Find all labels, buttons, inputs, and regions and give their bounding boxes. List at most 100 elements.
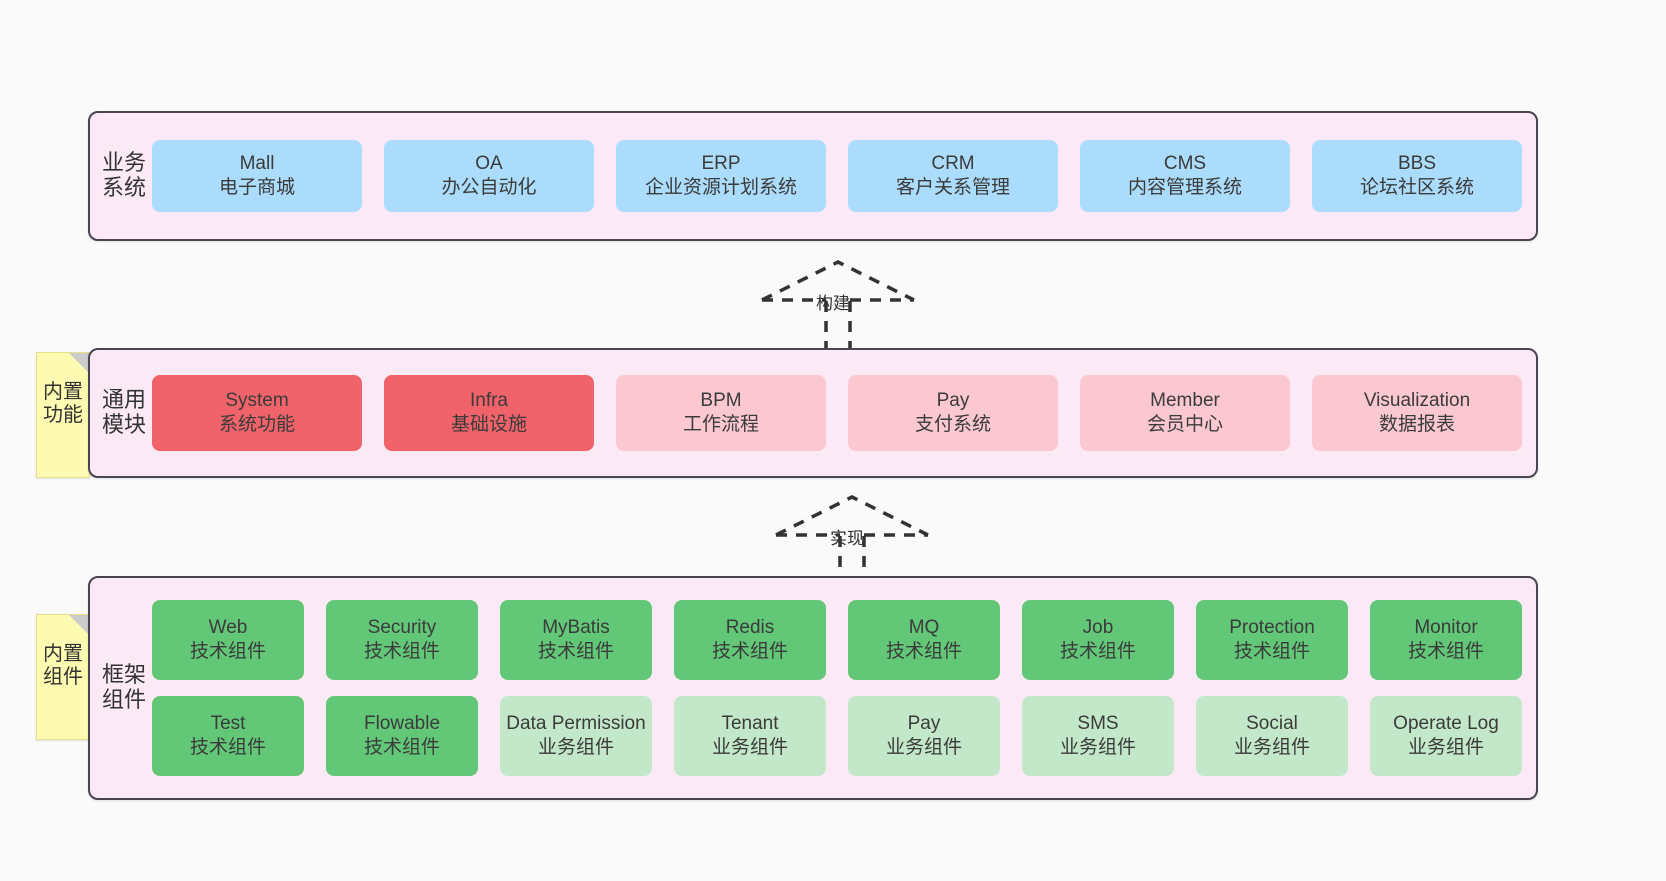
card-protection[interactable]: Protection 技术组件 [1196,600,1348,680]
card-test[interactable]: Test 技术组件 [152,696,304,776]
card-title: System [225,389,289,411]
card-title: CMS [1163,152,1207,174]
card-title: OA [475,152,503,174]
layer-business-systems: 业务系统 Mall 电子商城 OA 办公自动化 ERP 企业资源计划系统 CRM… [88,111,1538,241]
layer-card-grid: Mall 电子商城 OA 办公自动化 ERP 企业资源计划系统 CRM 客户关系… [146,140,1536,212]
card-title: CRM [931,152,975,174]
card-subtitle: 工作流程 [682,414,759,435]
card-subtitle: 业务组件 [711,737,788,758]
card-title: Social [1246,712,1298,734]
card-subtitle: 技术组件 [189,737,266,758]
card-subtitle: 技术组件 [1059,641,1136,662]
card-member[interactable]: Member 会员中心 [1080,375,1290,451]
sticky-note-builtin-components: 内置组件 [36,614,90,740]
card-flowable[interactable]: Flowable 技术组件 [326,696,478,776]
card-subtitle: 基础设施 [450,414,527,435]
card-title: BPM [700,389,742,411]
card-title: ERP [701,152,741,174]
layer-common-modules: 通用模块 System 系统功能 Infra 基础设施 BPM 工作流程 Pay… [88,348,1538,478]
card-subtitle: 论坛社区系统 [1359,177,1474,198]
card-title: Operate Log [1393,712,1499,734]
card-subtitle: 会员中心 [1146,414,1223,435]
card-title: SMS [1077,712,1119,734]
card-subtitle: 技术组件 [537,641,614,662]
card-subtitle: 技术组件 [363,641,440,662]
card-subtitle: 业务组件 [537,737,614,758]
card-infra[interactable]: Infra 基础设施 [384,375,594,451]
connector-build: 构建 [748,252,928,352]
card-title: Visualization [1363,389,1471,411]
sticky-note-builtin-functions: 内置功能 [36,352,90,478]
card-oa[interactable]: OA 办公自动化 [384,140,594,212]
layer-label-framework-components: 框架组件 [102,662,147,712]
card-title: Flowable [363,712,441,734]
card-operate-log[interactable]: Operate Log 业务组件 [1370,696,1522,776]
connector-implement: 实现 [762,487,942,587]
card-sms[interactable]: SMS 业务组件 [1022,696,1174,776]
layer-card-grid: Web 技术组件 Security 技术组件 MyBatis 技术组件 Redi… [146,600,1536,776]
card-title: Test [210,712,246,734]
card-subtitle: 技术组件 [1233,641,1310,662]
card-bbs[interactable]: BBS 论坛社区系统 [1312,140,1522,212]
card-subtitle: 业务组件 [1407,737,1484,758]
card-tenant[interactable]: Tenant 业务组件 [674,696,826,776]
card-pay[interactable]: Pay 支付系统 [848,375,1058,451]
card-subtitle: 办公自动化 [441,177,537,198]
card-social[interactable]: Social 业务组件 [1196,696,1348,776]
card-title: Pay [936,389,970,411]
card-subtitle: 业务组件 [885,737,962,758]
card-title: Pay [907,712,941,734]
card-subtitle: 电子商城 [218,177,295,198]
card-mall[interactable]: Mall 电子商城 [152,140,362,212]
layer-label-business-systems: 业务系统 [102,150,147,200]
card-row: Mall 电子商城 OA 办公自动化 ERP 企业资源计划系统 CRM 客户关系… [152,140,1522,212]
card-crm[interactable]: CRM 客户关系管理 [848,140,1058,212]
card-row: Test 技术组件 Flowable 技术组件 Data Permission … [152,696,1522,776]
card-monitor[interactable]: Monitor 技术组件 [1370,600,1522,680]
card-subtitle: 客户关系管理 [895,177,1010,198]
note-fold-corner-icon [69,615,89,635]
card-title: Monitor [1414,616,1478,638]
card-redis[interactable]: Redis 技术组件 [674,600,826,680]
card-web[interactable]: Web 技术组件 [152,600,304,680]
card-row: Web 技术组件 Security 技术组件 MyBatis 技术组件 Redi… [152,600,1522,680]
connector-implement-label: 实现 [830,529,864,548]
card-subtitle: 技术组件 [711,641,788,662]
connector-build-arrow-icon [761,260,915,352]
card-cms[interactable]: CMS 内容管理系统 [1080,140,1290,212]
card-bpm[interactable]: BPM 工作流程 [616,375,826,451]
card-subtitle: 技术组件 [885,641,962,662]
layer-label-common-modules: 通用模块 [102,387,147,437]
card-title: Infra [469,389,509,411]
card-erp[interactable]: ERP 企业资源计划系统 [616,140,826,212]
card-title: Data Permission [506,712,646,734]
card-subtitle: 内容管理系统 [1127,177,1242,198]
card-subtitle: 业务组件 [1233,737,1310,758]
card-subtitle: 系统功能 [218,414,295,435]
card-mq[interactable]: MQ 技术组件 [848,600,1000,680]
card-subtitle: 技术组件 [363,737,440,758]
card-pay-business[interactable]: Pay 业务组件 [848,696,1000,776]
card-system[interactable]: System 系统功能 [152,375,362,451]
card-row: System 系统功能 Infra 基础设施 BPM 工作流程 Pay 支付系统… [152,375,1522,451]
card-title: Web [208,616,248,638]
card-mybatis[interactable]: MyBatis 技术组件 [500,600,652,680]
sticky-note-label: 内置功能 [43,381,83,426]
card-job[interactable]: Job 技术组件 [1022,600,1174,680]
card-subtitle: 业务组件 [1059,737,1136,758]
card-visualization[interactable]: Visualization 数据报表 [1312,375,1522,451]
card-title: MyBatis [542,616,610,638]
connector-build-label: 构建 [816,294,850,313]
card-title: Protection [1229,616,1315,638]
connector-implement-arrow-icon [775,495,929,587]
card-title: Tenant [721,712,779,734]
card-title: MQ [908,616,940,638]
sticky-note-label: 内置组件 [43,643,83,688]
card-data-permission[interactable]: Data Permission 业务组件 [500,696,652,776]
card-title: Security [367,616,437,638]
layer-framework-components: 框架组件 Web 技术组件 Security 技术组件 MyBatis 技术组件… [88,576,1538,800]
card-title: Mall [239,152,275,174]
card-title: Job [1082,616,1114,638]
layer-card-grid: System 系统功能 Infra 基础设施 BPM 工作流程 Pay 支付系统… [146,375,1536,451]
card-security[interactable]: Security 技术组件 [326,600,478,680]
